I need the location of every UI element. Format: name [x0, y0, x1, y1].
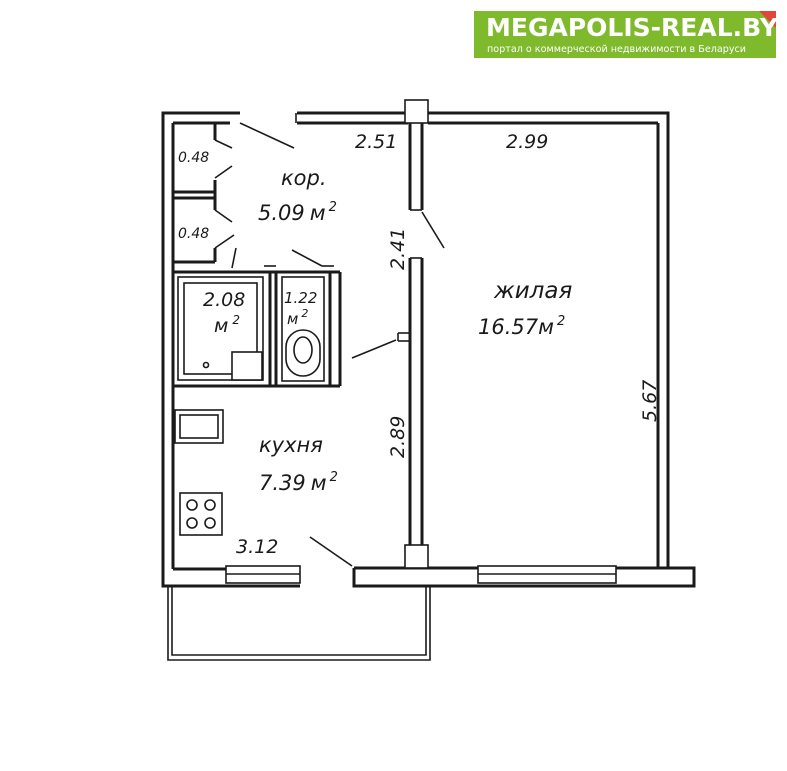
kitchen-area-value: 7.39 — [259, 471, 306, 495]
central-partition — [351, 99, 445, 569]
banner-subtitle: портал о коммерческой недвижимости в Бел… — [487, 44, 746, 55]
entrance-door — [239, 122, 295, 149]
toilet-unit-power: 2 — [301, 307, 308, 320]
living-unit: м — [538, 315, 554, 339]
living-unit-power: 2 — [557, 314, 565, 329]
stove — [179, 492, 223, 536]
living-name: жилая — [493, 278, 572, 304]
kitchen-unit: м — [311, 471, 327, 495]
toilet — [281, 276, 325, 382]
dim-partition-upper: 2.41 — [387, 228, 409, 270]
balcony-door — [309, 536, 353, 567]
bath-unit-power: 2 — [232, 313, 240, 327]
closets — [173, 123, 235, 264]
balcony — [167, 586, 431, 661]
sink — [231, 351, 263, 381]
bathroom-block — [173, 247, 342, 388]
bathtub — [177, 276, 264, 381]
area-unit-power: 2 — [329, 200, 337, 215]
kitchen-unit-power: 2 — [330, 470, 338, 485]
toilet-unit-m: м — [287, 310, 298, 328]
bath-area: 2.08 — [203, 289, 245, 311]
dim-partition-lower: 2.89 — [387, 416, 409, 458]
kitchen-window — [225, 565, 301, 584]
kitchen-sink — [174, 409, 224, 444]
banner-title: MEGAPOLIS-REAL.BY — [486, 13, 776, 42]
dim-kitchen-width: 3.12 — [236, 536, 278, 558]
living-area-value: 16.57 — [478, 315, 539, 339]
living-window — [477, 565, 617, 584]
dim-corridor-width: 2.51 — [355, 131, 397, 153]
kitchen-name: кухня — [259, 433, 323, 457]
toilet-area: 1.22 — [284, 289, 317, 307]
dim-living-width: 2.99 — [506, 131, 548, 153]
area-unit: м — [310, 201, 326, 225]
bath-unit-m: м — [214, 315, 228, 337]
dim-living-height: 5.67 — [639, 380, 661, 422]
site-banner[interactable]: MEGAPOLIS-REAL.BY портал о коммерческой … — [474, 11, 776, 58]
closet-top-area: 0.48 — [178, 150, 209, 166]
corridor-area-value: 5.09 — [258, 201, 305, 225]
corridor-name: кор. — [281, 166, 327, 190]
banner-background — [474, 11, 776, 58]
banner-corner-fold — [759, 11, 776, 28]
closet-bottom-area: 0.48 — [178, 226, 209, 242]
